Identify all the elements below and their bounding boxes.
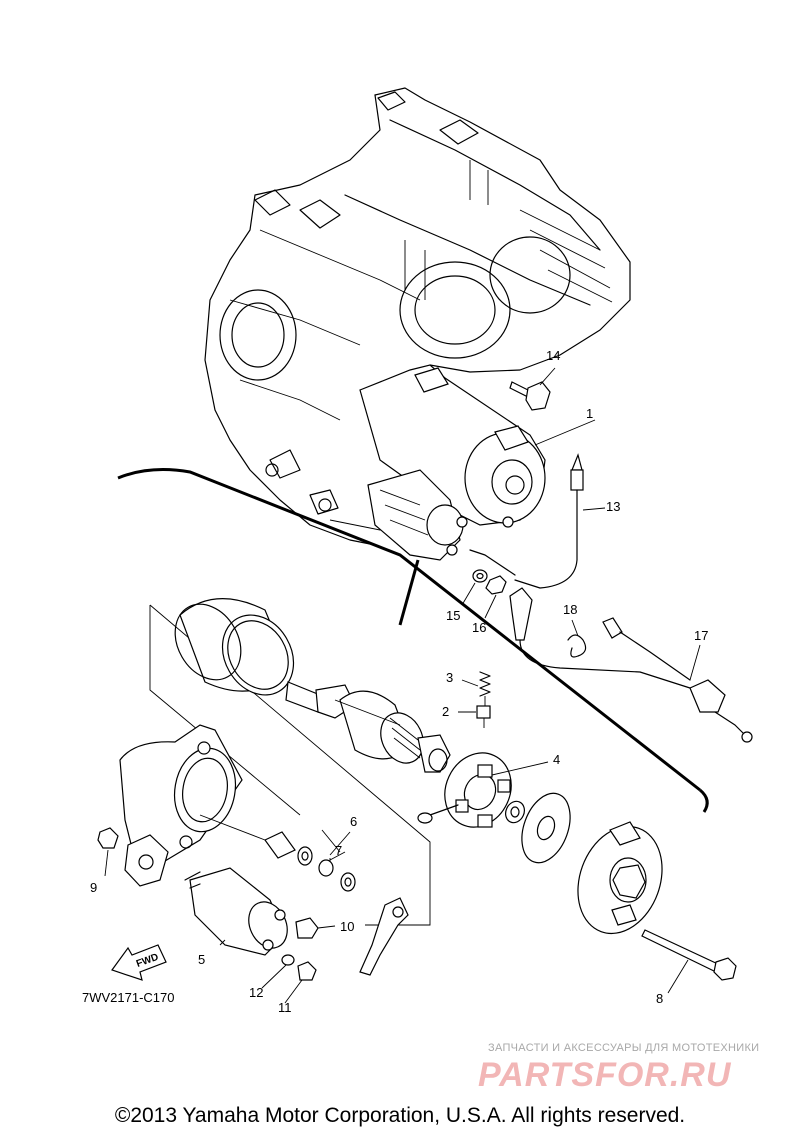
leader-lines: [104, 367, 701, 1004]
spring-brush-drawing: [476, 671, 491, 728]
callout-6: 6: [350, 814, 357, 829]
callout-14: 14: [546, 348, 560, 363]
rear-cover-drawing: [577, 821, 663, 935]
front-bracket-drawing: [119, 724, 243, 887]
callout-labels: 1 2 3 4 5 6 7 8 9 10 11 12 13 14 15 16 1…: [90, 348, 708, 1015]
watermark-logo: PARTSFOR.RU: [478, 1056, 732, 1094]
callout-5: 5: [198, 952, 205, 967]
watermark-tagline: ЗАПЧАСТИ И АКСЕССУАРЫ ДЛЯ МОТОТЕХНИКИ: [488, 1042, 760, 1054]
crankcase-drawing: [204, 87, 631, 546]
nut-9-drawing: [97, 827, 119, 849]
lead-wire-13-drawing: [469, 453, 584, 589]
callout-13: 13: [606, 499, 620, 514]
callout-15: 15: [446, 608, 460, 623]
callout-2: 2: [442, 704, 449, 719]
callout-1: 1: [586, 406, 593, 421]
callout-3: 3: [446, 670, 453, 685]
bolt-14-drawing: [509, 381, 551, 411]
solenoid-drawing: [184, 867, 319, 981]
callout-17: 18: [563, 602, 577, 617]
fwd-arrow-icon: FWD: [111, 944, 167, 981]
callout-8: 8: [656, 991, 663, 1006]
callout-10: 10: [340, 919, 354, 934]
callout-7: 7: [335, 843, 342, 858]
callout-12: 12: [249, 985, 263, 1000]
brush-holder-drawing: [417, 752, 512, 828]
callout-9: 9: [90, 880, 97, 895]
shift-lever-drawing: [359, 897, 409, 976]
callout-11: 11: [278, 1000, 292, 1015]
diagram-code: 7WV2171-C170: [82, 990, 175, 1005]
through-bolt-8-drawing: [641, 929, 737, 981]
copyright-notice: ©2013 Yamaha Motor Corporation, U.S.A. A…: [114, 1104, 686, 1127]
yoke-drawing: [174, 598, 295, 696]
callout-4: 4: [553, 752, 560, 767]
lead-17-drawing: [509, 587, 753, 743]
washers-right-drawing: [505, 792, 571, 864]
nuts-15-16-drawing: [472, 569, 507, 595]
callout-18: 17: [694, 628, 708, 643]
washers-6-7-drawing: [264, 829, 356, 892]
callout-16: 16: [472, 620, 486, 635]
starter-motor-assembly: [359, 364, 546, 561]
armature-drawing: [285, 681, 451, 773]
